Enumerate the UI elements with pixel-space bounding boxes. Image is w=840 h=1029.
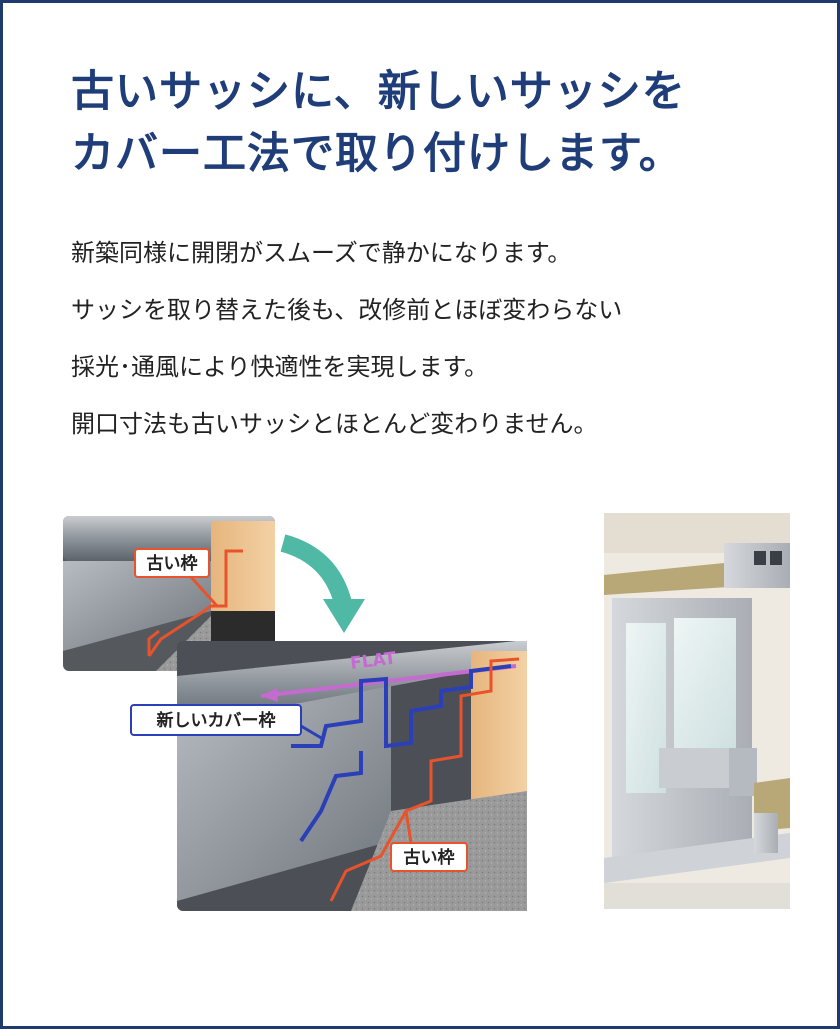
- new-frame-panel: FLAT 新しいカバー枠 古い枠: [130, 641, 527, 911]
- new-cover-frame-label: 新しいカバー枠: [157, 710, 276, 731]
- body-line-4: 開口寸法も古いサッシとほとんど変わりません。: [71, 410, 598, 438]
- transition-arrow: [280, 534, 365, 633]
- cover-method-illustration: 古い枠 FLAT 新しいカバー枠: [63, 516, 527, 911]
- body-text: 新築同様に開閉がスムーズで静かになります。 サッシを取り替えた後も、改修前とほぼ…: [71, 225, 811, 453]
- old-frame-label-top: 古い枠: [147, 553, 198, 574]
- window-cutaway-image: [604, 513, 790, 909]
- headline-line-2: カバー工法で取り付けします。: [71, 129, 683, 179]
- headline: 古いサッシに、新しいサッシを カバー工法で取り付けします。: [71, 61, 791, 185]
- old-frame-label-bottom: 古い枠: [404, 847, 455, 868]
- body-line-1: 新築同様に開閉がスムーズで静かになります。: [71, 239, 572, 267]
- body-line-3: 採光･通風により快適性を実現します。: [71, 353, 489, 381]
- body-line-2: サッシを取り替えた後も、改修前とほぼ変わらない: [71, 296, 623, 324]
- headline-line-1: 古いサッシに、新しいサッシを: [71, 67, 686, 117]
